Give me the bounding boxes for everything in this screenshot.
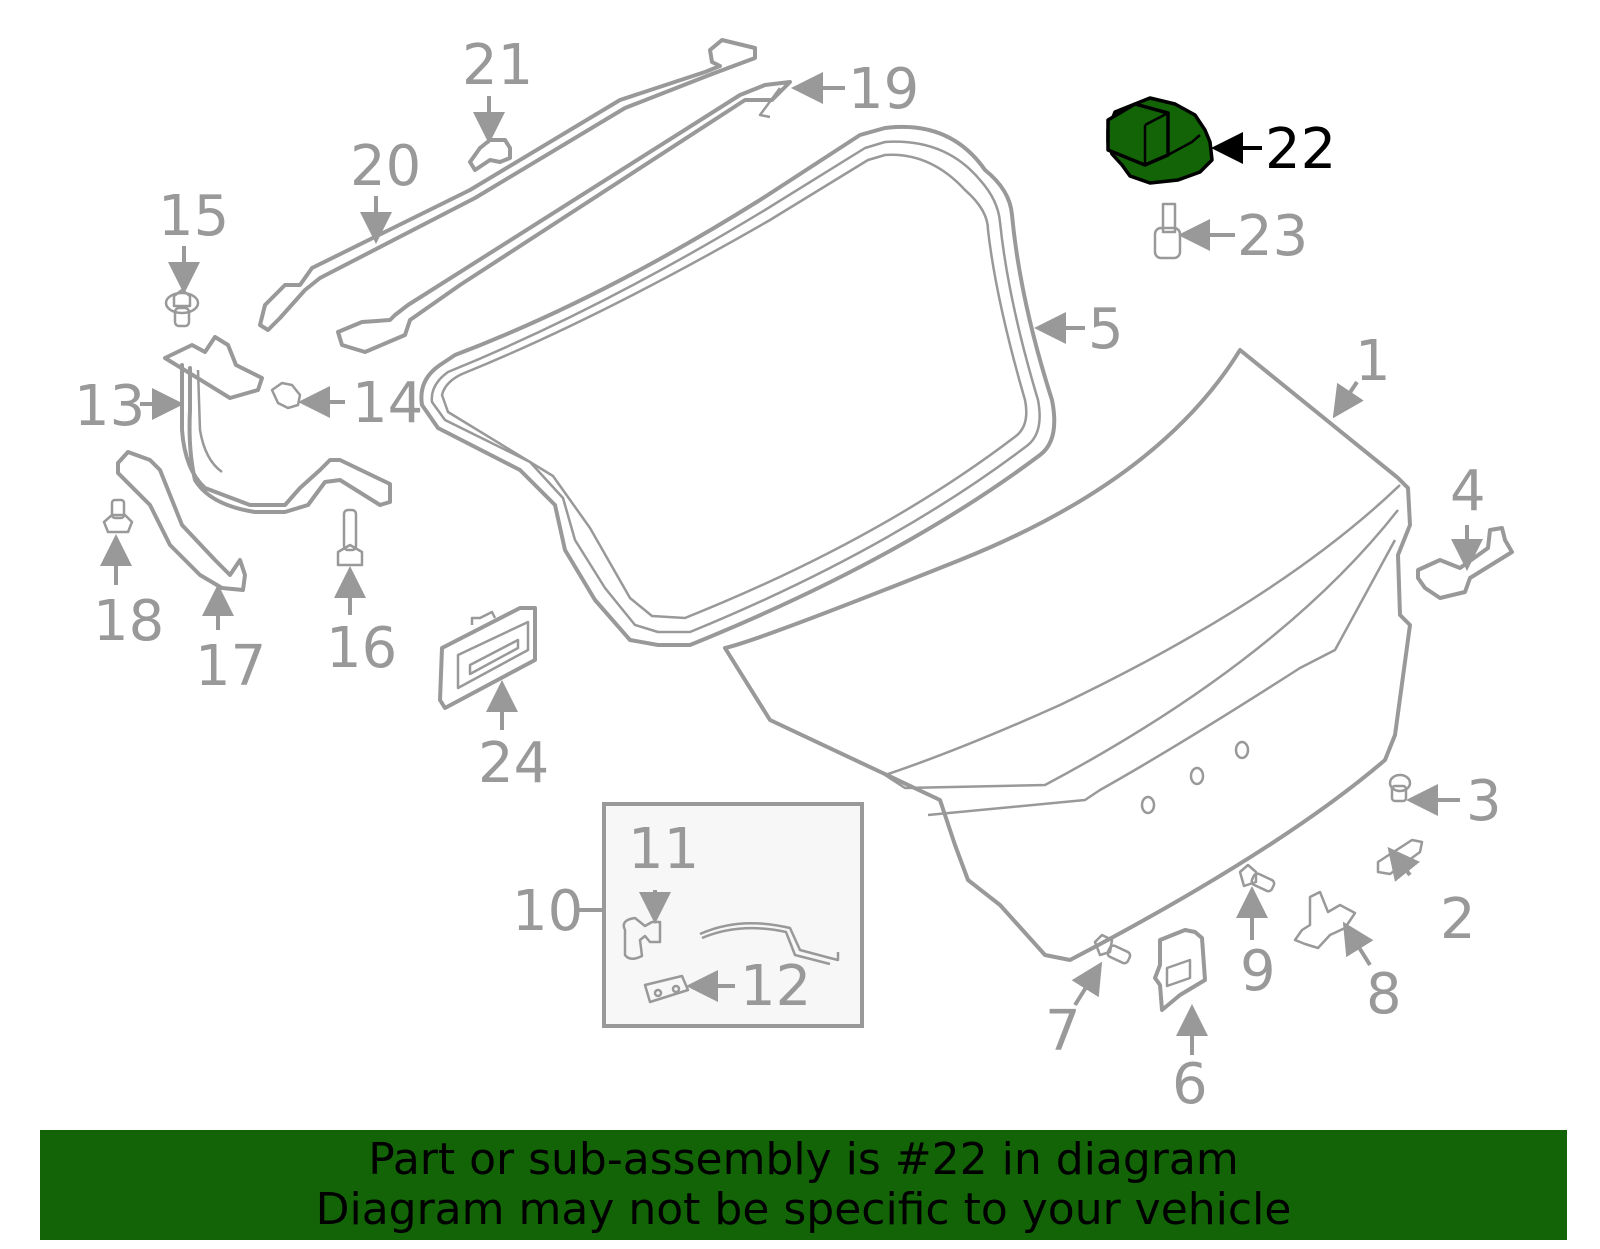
callout-24: 24 — [478, 731, 549, 796]
callout-13: 13 — [74, 374, 145, 439]
banner-line-2: Diagram may not be specific to your vehi… — [315, 1184, 1292, 1235]
banner-line-1: Part or sub-assembly is #22 in diagram — [368, 1134, 1239, 1185]
callout-23: 23 — [1237, 204, 1308, 269]
callout-5: 5 — [1088, 297, 1124, 362]
callout-3: 3 — [1466, 769, 1502, 834]
callout-18: 18 — [93, 589, 164, 654]
callout-14: 14 — [352, 371, 423, 436]
callout-labels: 1 2 3 4 5 6 7 8 9 10 11 12 13 14 15 16 1… — [74, 33, 1502, 1117]
callout-12: 12 — [740, 954, 811, 1019]
part-17-bracket[interactable] — [116, 450, 247, 592]
part-16-bolt[interactable] — [336, 508, 364, 567]
part-10-box[interactable] — [578, 802, 864, 1028]
callout-1: 1 — [1355, 329, 1391, 394]
part-15-bolt[interactable] — [164, 288, 200, 328]
part-3-screw[interactable] — [1388, 773, 1412, 803]
callout-17: 17 — [195, 634, 266, 699]
callout-4: 4 — [1450, 459, 1486, 524]
part-14-grommet[interactable] — [270, 381, 302, 410]
callout-9: 9 — [1240, 939, 1276, 1004]
callout-10: 10 — [512, 879, 583, 944]
part-19-torsion-rod[interactable] — [336, 80, 792, 354]
part-8-latch[interactable] — [1293, 890, 1357, 950]
callout-21: 21 — [462, 33, 533, 98]
callout-2: 2 — [1440, 887, 1476, 952]
part-18-clip[interactable] — [102, 498, 134, 534]
callout-7: 7 — [1045, 999, 1081, 1064]
part-2-plate[interactable] — [1376, 838, 1424, 876]
callout-16: 16 — [326, 616, 397, 681]
callout-20: 20 — [350, 134, 421, 199]
callout-6: 6 — [1172, 1052, 1208, 1117]
part-24-bezel[interactable] — [438, 606, 537, 710]
callout-15: 15 — [158, 184, 229, 249]
part-5-weatherstrip[interactable] — [419, 125, 1057, 647]
callout-22: 22 — [1265, 117, 1336, 182]
leader-lines — [100, 72, 1483, 1055]
callout-19: 19 — [848, 57, 919, 122]
part-21-clip[interactable] — [468, 138, 512, 172]
part-23-stud[interactable] — [1153, 202, 1182, 260]
part-13-hinge[interactable] — [163, 335, 392, 514]
part-1-trunk-lid[interactable] — [723, 348, 1412, 962]
part-22-highlighted[interactable] — [1106, 96, 1214, 185]
callout-8: 8 — [1366, 962, 1402, 1027]
part-9-bolt[interactable] — [1238, 863, 1276, 893]
part-20-torsion-rod[interactable] — [258, 38, 757, 332]
callout-11: 11 — [628, 817, 699, 882]
part-7-bolt[interactable] — [1093, 933, 1132, 965]
part-6-module[interactable] — [1153, 928, 1207, 1012]
info-banner: Part or sub-assembly is #22 in diagram D… — [40, 1130, 1567, 1240]
